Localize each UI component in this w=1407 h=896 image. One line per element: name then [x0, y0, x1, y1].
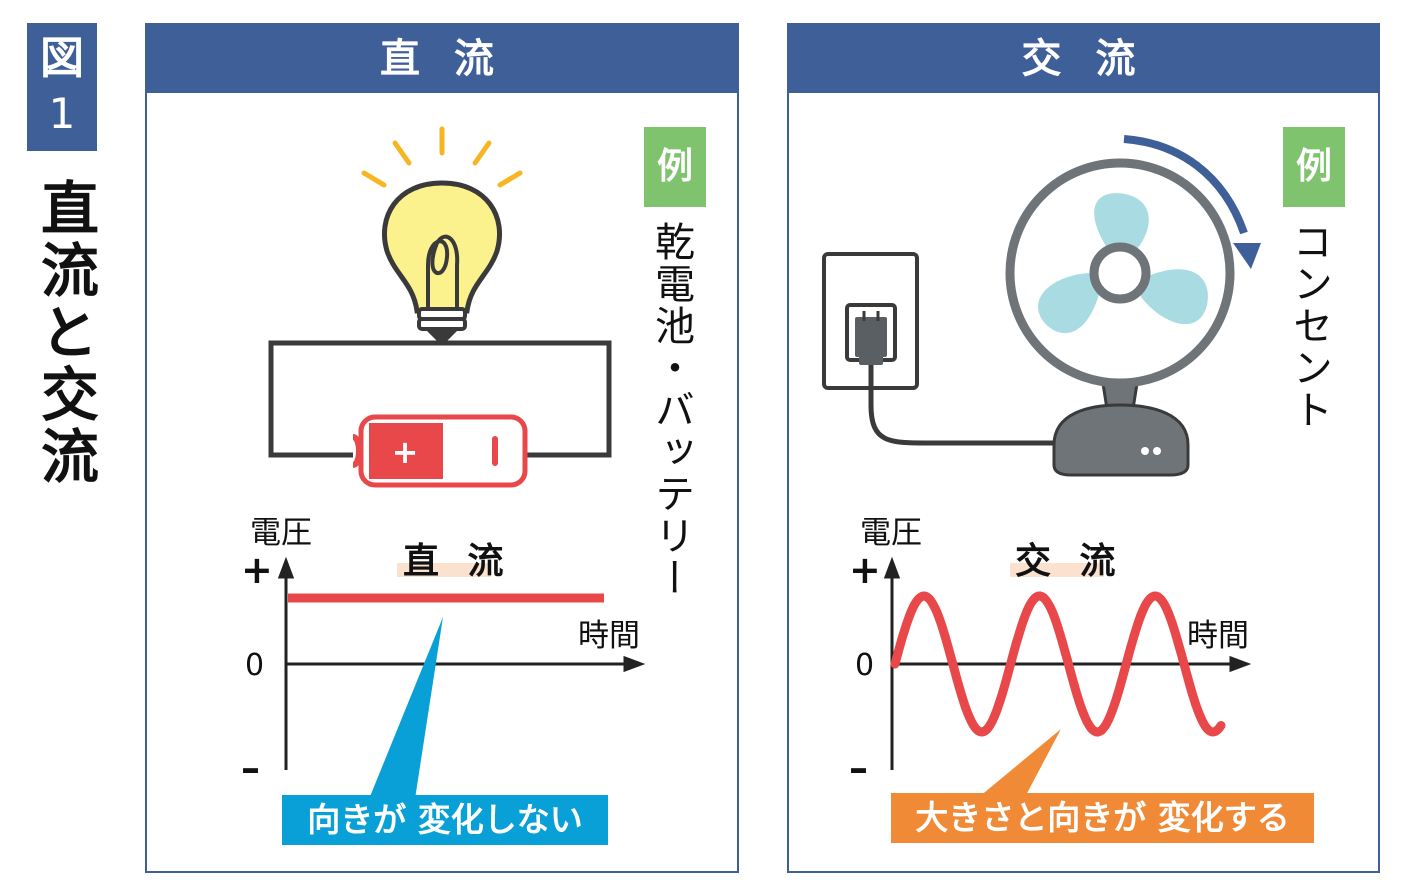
- figure-badge-number: 1: [48, 89, 76, 138]
- dc-zero-label: 0: [245, 648, 265, 683]
- dc-x-axis-label: 時間: [578, 618, 640, 654]
- ac-callout: 大きさと向きが 変化する: [891, 793, 1314, 843]
- ac-y-axis-label: 電圧: [860, 515, 922, 551]
- ac-curve-label: 交 流: [1015, 541, 1124, 582]
- figure-badge: 図 1: [27, 23, 97, 151]
- circuit-wire: [268, 340, 612, 458]
- ac-example-text: コンセント: [1286, 221, 1332, 431]
- ac-minus-symbol: –: [849, 746, 868, 790]
- dc-plus-symbol: +: [241, 548, 273, 592]
- dc-y-axis-label: 電圧: [250, 515, 312, 551]
- battery-plus-sign: +: [392, 433, 419, 471]
- figure-badge-label: 図: [40, 33, 84, 84]
- rotation-arrow-icon: [1123, 135, 1248, 235]
- dc-example-badge: 例: [644, 127, 706, 207]
- ac-header: 交 流: [789, 25, 1378, 93]
- dc-callout: 向きが 変化しない: [282, 795, 608, 845]
- fan-icon: [1005, 158, 1235, 477]
- dc-minus-symbol: –: [241, 746, 260, 790]
- light-bulb-icon: [381, 180, 503, 314]
- ac-panel: 交 流: [787, 23, 1380, 873]
- dc-panel: 直 流 +: [145, 23, 739, 873]
- ac-voltage-wave: [890, 591, 1226, 737]
- dc-curve-label: 直 流: [403, 541, 512, 582]
- figure-title: 直流と交流: [31, 178, 99, 488]
- ac-example-badge: 例: [1283, 127, 1345, 207]
- battery-icon: [351, 414, 528, 488]
- dc-header: 直 流: [147, 25, 737, 93]
- ac-zero-label: 0: [855, 648, 875, 683]
- outlet-icon: [822, 252, 919, 390]
- dc-curve-label-highlight: [397, 563, 491, 577]
- power-cord: [868, 365, 1071, 446]
- ac-illustration: [822, 135, 1261, 797]
- dc-illustration: +: [268, 126, 646, 799]
- dc-example-text: 乾電池・バッテリー: [648, 221, 694, 599]
- ac-callout-pointer: [979, 729, 1061, 797]
- bulb-rays: [361, 126, 523, 188]
- dc-graph-axes: [277, 556, 646, 770]
- dc-callout-pointer: [369, 617, 443, 799]
- ac-plus-symbol: +: [849, 548, 881, 592]
- ac-curve-label-highlight: [1010, 563, 1104, 577]
- ac-x-axis-label: 時間: [1187, 618, 1249, 654]
